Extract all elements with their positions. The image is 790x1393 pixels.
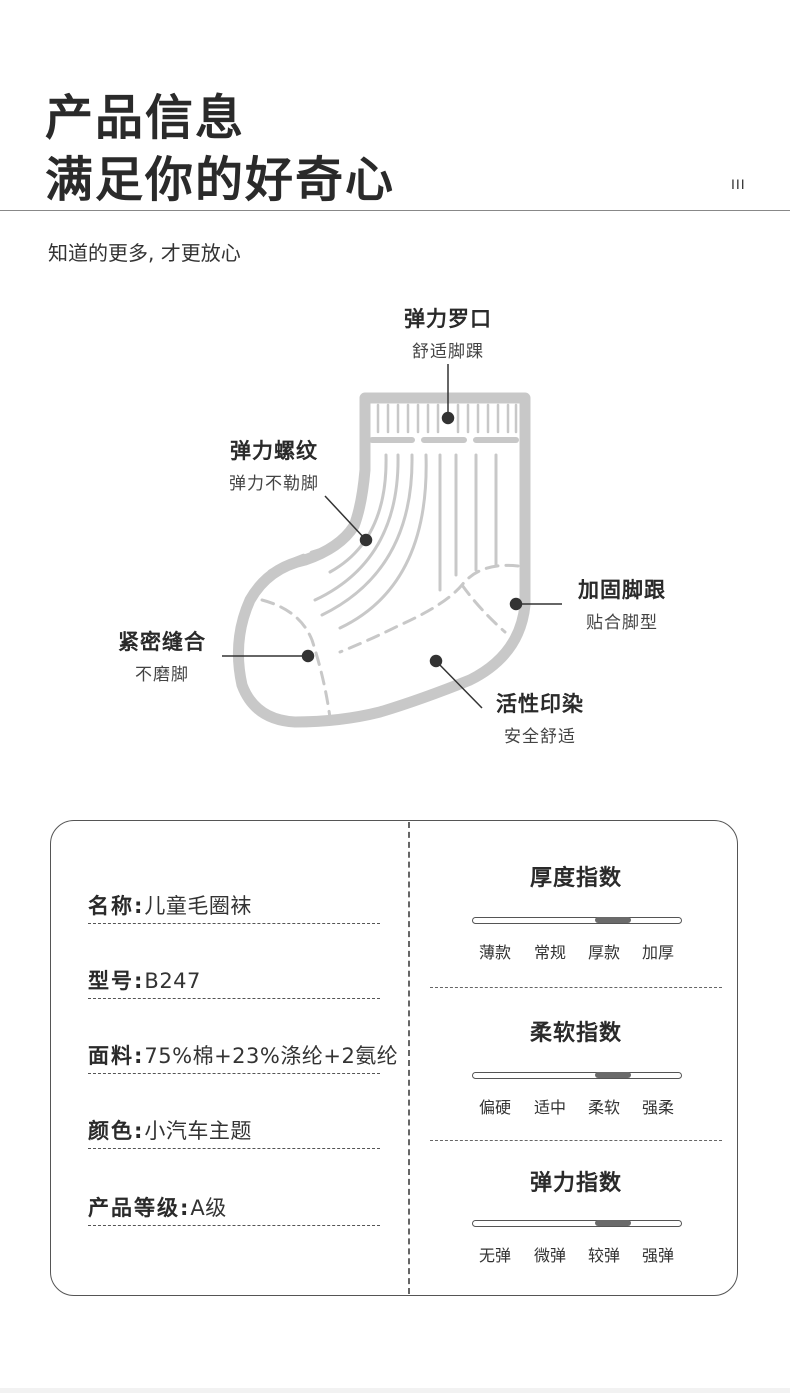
spec-grade-value: A级 — [190, 1196, 227, 1220]
title-line-2: 满足你的好奇心 — [45, 152, 396, 208]
softness-index-indicator — [595, 1072, 631, 1078]
feature-toe-title: 紧密缝合 — [118, 630, 206, 654]
feature-toe: 紧密缝合 不磨脚 — [102, 626, 222, 685]
spec-fabric: 面料:75%棉+23%涤纶+2氨纶 — [88, 1040, 398, 1074]
feature-print-title: 活性印染 — [496, 692, 584, 716]
softness-level-3: 强柔 — [642, 1098, 675, 1117]
spec-fabric-value: 75%棉+23%涤纶+2氨纶 — [144, 1044, 399, 1068]
spec-color-value: 小汽车主题 — [144, 1119, 252, 1143]
elasticity-index-indicator — [595, 1220, 631, 1226]
cuff-ribs — [376, 403, 518, 434]
feature-cuff-desc: 舒适脚踝 — [412, 342, 484, 362]
subtitle: 知道的更多, 才更放心 — [48, 241, 241, 265]
spec-name-value: 儿童毛圈袜 — [144, 894, 252, 918]
spec-card — [50, 820, 738, 1296]
card-divider — [408, 822, 410, 1294]
index-separator-2 — [430, 1140, 722, 1141]
section-marker: III — [731, 176, 746, 192]
elasticity-index-bar — [472, 1220, 682, 1227]
spec-model-value: B247 — [144, 969, 201, 993]
toe-point — [301, 649, 315, 663]
feature-cuff: 弹力罗口 舒适脚踝 — [388, 303, 508, 362]
feature-rib: 弹力螺纹 弹力不勒脚 — [214, 435, 334, 494]
thickness-level-2: 厚款 — [588, 943, 621, 962]
softness-level-2: 柔软 — [588, 1098, 621, 1117]
feature-rib-title: 弹力螺纹 — [230, 439, 318, 463]
stitch-lines — [260, 563, 520, 720]
elasticity-index-title: 弹力指数 — [529, 1171, 622, 1196]
spec-name: 名称:儿童毛圈袜 — [88, 890, 380, 924]
page-bottom-edge — [0, 1388, 790, 1393]
softness-index-title: 柔软指数 — [529, 1021, 622, 1046]
thickness-index-indicator — [595, 917, 631, 923]
print-point — [429, 654, 443, 668]
spec-grade-key: 产品等级 — [88, 1196, 180, 1220]
spec-name-key: 名称 — [88, 894, 134, 918]
spec-grade: 产品等级:A级 — [88, 1192, 380, 1226]
thickness-level-1: 常规 — [534, 943, 567, 962]
feature-print-desc: 安全舒适 — [504, 727, 576, 747]
thickness-index-title: 厚度指数 — [529, 866, 622, 891]
rib-point — [359, 533, 373, 547]
elasticity-level-1: 微弹 — [534, 1246, 567, 1265]
header-divider — [0, 210, 790, 211]
feature-rib-desc: 弹力不勒脚 — [229, 474, 319, 494]
spec-fabric-key: 面料 — [88, 1044, 134, 1068]
feature-heel-title: 加固脚跟 — [578, 578, 666, 602]
title-line-1: 产品信息 — [45, 90, 246, 146]
softness-index-bar — [472, 1072, 682, 1079]
spec-model-key: 型号 — [88, 969, 134, 993]
softness-level-0: 偏硬 — [479, 1098, 512, 1117]
thickness-index-bar — [472, 917, 682, 924]
feature-heel: 加固脚跟 贴合脚型 — [562, 574, 682, 633]
elasticity-level-0: 无弹 — [479, 1246, 512, 1265]
cuff-point — [441, 411, 455, 425]
sock-outline — [232, 392, 531, 728]
spec-model: 型号:B247 — [88, 965, 380, 999]
feature-toe-desc: 不磨脚 — [135, 665, 189, 685]
elasticity-level-3: 强弹 — [642, 1246, 675, 1265]
sock-illustration — [222, 364, 562, 728]
thickness-level-3: 加厚 — [642, 943, 675, 962]
feature-cuff-title: 弹力罗口 — [404, 307, 492, 331]
heel-point — [509, 597, 523, 611]
spec-color: 颜色:小汽车主题 — [88, 1115, 380, 1149]
spec-color-key: 颜色 — [88, 1119, 134, 1143]
softness-level-1: 适中 — [534, 1098, 567, 1117]
thickness-level-0: 薄款 — [479, 943, 512, 962]
index-separator-1 — [430, 987, 722, 988]
feature-print: 活性印染 安全舒适 — [480, 688, 600, 747]
body-ribs — [313, 453, 498, 630]
feature-heel-desc: 贴合脚型 — [586, 613, 658, 633]
elasticity-level-2: 较弹 — [588, 1246, 621, 1265]
